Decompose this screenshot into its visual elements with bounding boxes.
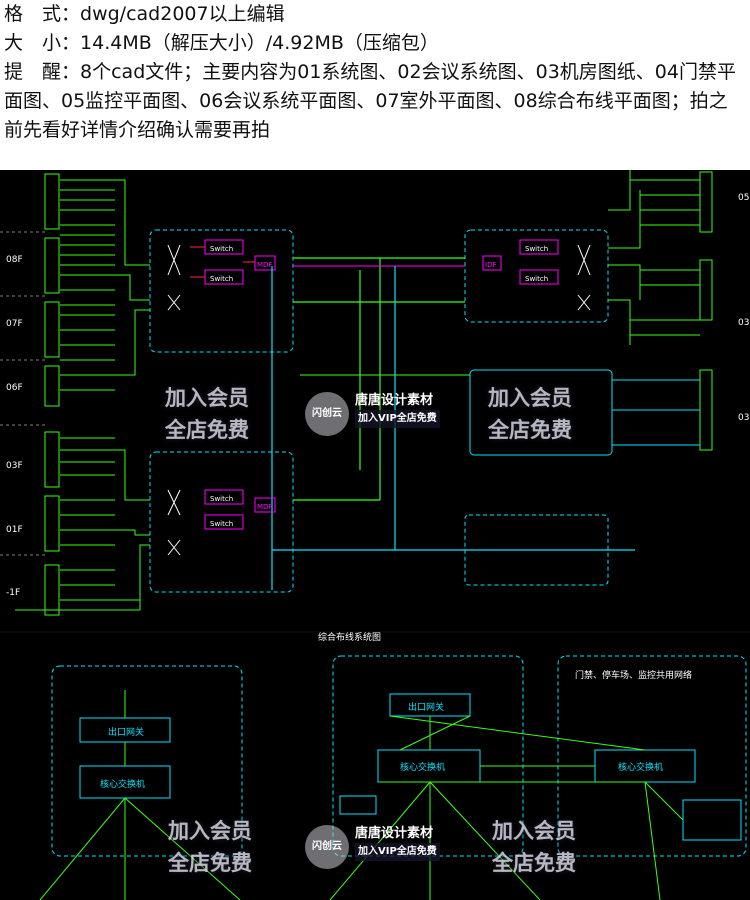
right-panel-label: 门禁、停车场、监控共用网络 [575,669,692,681]
floor-label: 05F [738,193,750,203]
network-panel-left [51,665,243,857]
mdf-label: MDF [257,261,272,269]
switch-box [204,514,244,530]
switch-label: Switch [210,245,233,253]
floor-block-b1 [44,564,60,616]
size-label: 大 小： [4,32,81,54]
idf-box [482,255,502,271]
note-value: 8个cad文件；主要内容为01系统图、02会议系统图、03机房图纸、04门禁平面… [4,61,736,141]
format-value: dwg/cad2007以上编辑 [80,3,285,25]
floor-label: 08F [6,255,23,265]
core-switch-label: 核心交换机 [400,761,445,773]
core-switch-label: 核心交换机 [100,778,145,790]
switch-label: Switch [525,275,548,283]
floor-block-07f [44,237,60,294]
floor-label: -1F [6,588,20,598]
floor-label: 06F [6,383,23,393]
floor-block-01f [44,495,60,552]
cad-diagram: 08F 07F 06F 03F 01F -1F Switch Switch MD… [0,170,750,900]
watermark-right-bottom: 加入会员 全店免费 [492,819,576,875]
left-floor-blocks [44,173,150,616]
switch-label: Switch [210,495,233,503]
gateway-label: 出口网关 [108,726,144,738]
mdf-box [254,255,276,271]
switch-box [204,489,244,505]
floor-label: 07F [6,319,23,329]
cabinet-right-bottom [464,514,609,586]
device-box-right [682,799,742,841]
size-row: 大 小：14.4MB（解压大小）/4.92MB（压缩包） [0,29,750,58]
floor-block-05f [44,365,60,407]
switch-label: Switch [210,275,233,283]
cabinet-top-right [464,229,609,323]
floor-label: 03F [738,318,750,328]
note-label: 提 醒： [4,61,81,83]
switch-box [519,239,559,255]
cad-drawing-preview: 08F 07F 06F 03F 01F -1F Switch Switch MD… [0,170,750,900]
floor-label: 03F [6,461,23,471]
floor-block-08f [44,173,60,230]
floor-label: 03F [738,413,750,423]
switch-box [519,269,559,285]
idf-label: IDF [485,261,496,269]
gateway-label: 出口网关 [408,701,444,713]
watermark-right-top: 加入会员 全店免费 [488,386,572,442]
brand-logo-icon: 闪创云 [305,392,349,436]
mdf-box [254,497,276,513]
mdf-label: MDF [257,503,272,511]
watermark-left-top: 加入会员 全店免费 [165,386,249,442]
floor-label: 01F [6,525,23,535]
floor-block-06f [44,301,60,358]
note-row: 提 醒：8个cad文件；主要内容为01系统图、02会议系统图、03机房图纸、04… [0,58,746,145]
network-panel-right [557,655,747,857]
brand-watermark-top: 唐唐设计素材 加入VIP全店免费 [355,392,440,428]
size-value: 14.4MB（解压大小）/4.92MB（压缩包） [80,32,439,54]
cabinet-right-middle [469,369,613,456]
brand-watermark-bottom: 唐唐设计素材 加入VIP全店免费 [355,825,440,861]
switch-label: Switch [210,520,233,528]
switch-label: Switch [525,245,548,253]
cabinet-mid-left [149,451,294,593]
floor-block-03f [44,431,60,488]
watermark-left-bottom: 加入会员 全店免费 [168,819,252,875]
format-row: 格 式：dwg/cad2007以上编辑 [0,0,750,29]
product-info-panel: 格 式：dwg/cad2007以上编辑 大 小：14.4MB（解压大小）/4.9… [0,0,750,170]
brand-logo-icon: 闪创云 [305,825,349,869]
format-label: 格 式： [4,3,81,25]
core-switch-label: 核心交换机 [618,761,663,773]
cabinet-top-left [149,229,294,353]
bottom-diagram-title: 综合布线系统图 [318,631,381,643]
